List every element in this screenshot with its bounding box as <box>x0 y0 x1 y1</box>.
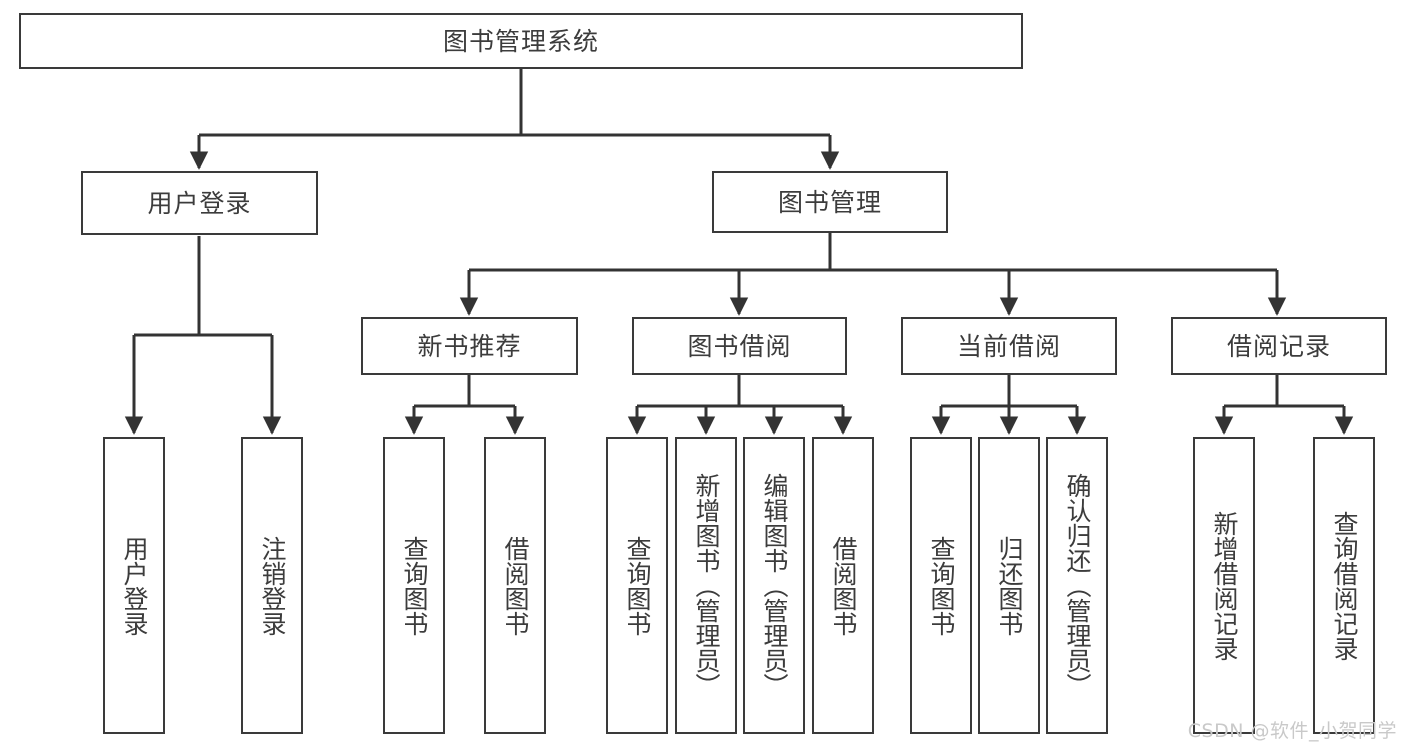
leaf-edit-book[interactable]: 编辑图书（管理员） <box>743 437 805 734</box>
leaf-return-book[interactable]: 归还图书 <box>978 437 1040 734</box>
leaf-borrow-book-1-label: 借阅图书 <box>501 535 530 636</box>
csdn-watermark: CSDN @软件_小贺同学 <box>1187 720 1397 742</box>
node-borrow-record[interactable]: 借阅记录 <box>1171 317 1387 375</box>
leaf-query-book-1[interactable]: 查询图书 <box>383 437 445 734</box>
node-book-borrow[interactable]: 图书借阅 <box>632 317 847 375</box>
leaf-add-book-label: 新增图书（管理员） <box>692 473 721 698</box>
node-user-login[interactable]: 用户登录 <box>81 171 318 235</box>
leaf-query-book-2[interactable]: 查询图书 <box>606 437 668 734</box>
leaf-borrow-book-2[interactable]: 借阅图书 <box>812 437 874 734</box>
leaf-logout[interactable]: 注销登录 <box>241 437 303 734</box>
leaf-user-login[interactable]: 用户登录 <box>103 437 165 734</box>
leaf-query-book-3[interactable]: 查询图书 <box>910 437 972 734</box>
leaf-query-book-1-label: 查询图书 <box>400 535 429 636</box>
node-user-login-label: 用户登录 <box>147 188 252 218</box>
leaf-add-borrow-record-label: 新增借阅记录 <box>1210 510 1239 661</box>
leaf-return-book-label: 归还图书 <box>995 535 1024 636</box>
leaf-query-book-3-label: 查询图书 <box>927 535 956 636</box>
node-current-borrow[interactable]: 当前借阅 <box>901 317 1117 375</box>
leaf-borrow-book-1[interactable]: 借阅图书 <box>484 437 546 734</box>
node-current-borrow-label: 当前借阅 <box>956 331 1061 361</box>
node-book-borrow-label: 图书借阅 <box>687 331 792 361</box>
node-root[interactable]: 图书管理系统 <box>19 13 1023 69</box>
leaf-confirm-return[interactable]: 确认归还（管理员） <box>1046 437 1108 734</box>
leaf-borrow-book-2-label: 借阅图书 <box>829 535 858 636</box>
leaf-add-borrow-record[interactable]: 新增借阅记录 <box>1193 437 1255 734</box>
leaf-confirm-return-label: 确认归还（管理员） <box>1063 473 1092 698</box>
leaf-edit-book-label: 编辑图书（管理员） <box>760 473 789 698</box>
node-new-book-recommend[interactable]: 新书推荐 <box>361 317 578 375</box>
leaf-query-book-2-label: 查询图书 <box>623 535 652 636</box>
leaf-query-borrow-record[interactable]: 查询借阅记录 <box>1313 437 1375 734</box>
node-borrow-record-label: 借阅记录 <box>1226 331 1331 361</box>
leaf-add-book[interactable]: 新增图书（管理员） <box>675 437 737 734</box>
node-root-label: 图书管理系统 <box>442 26 599 56</box>
node-new-book-recommend-label: 新书推荐 <box>417 331 522 361</box>
node-book-manage-label: 图书管理 <box>777 187 882 217</box>
leaf-query-borrow-record-label: 查询借阅记录 <box>1330 510 1359 661</box>
node-book-manage[interactable]: 图书管理 <box>712 171 948 233</box>
leaf-user-login-label: 用户登录 <box>120 535 149 636</box>
leaf-logout-label: 注销登录 <box>258 535 287 636</box>
